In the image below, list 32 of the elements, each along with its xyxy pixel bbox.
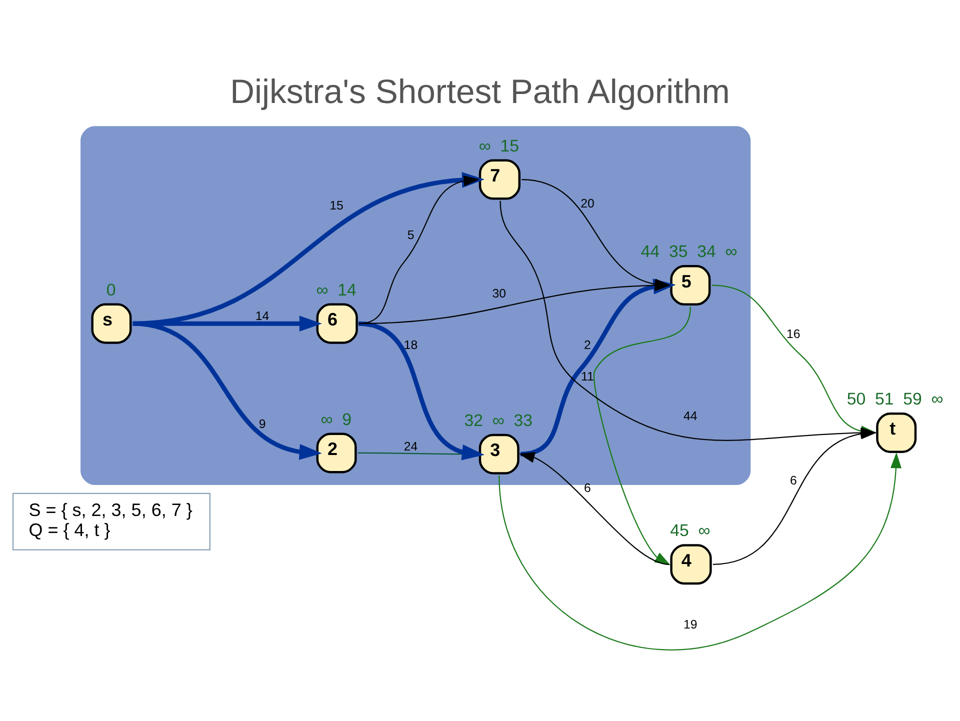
arrow (498, 452, 902, 650)
arrow (132, 320, 322, 460)
edge-label: 30 (492, 286, 506, 300)
edge-label: 44 (684, 408, 698, 423)
node-box: S = { s, 2, 3, 5, 6, 7 } Q = { 4, t } (12, 492, 210, 550)
edge-label: 18 (404, 338, 418, 352)
edge-label: 11 (581, 369, 594, 384)
edge-label: 24 (404, 439, 418, 453)
edge-label: 15 (330, 198, 344, 212)
node-label: ∞ 14 (316, 280, 356, 299)
node-label: 45 ∞ (670, 520, 710, 540)
edge-label: 14 (255, 308, 270, 322)
node-label: 32 ∞ 33 (464, 410, 533, 430)
node-label: 0 (106, 280, 116, 299)
edge-label: 9 (258, 416, 266, 430)
arrow (358, 174, 480, 324)
edge-label: 6 (790, 472, 797, 487)
diagram-title: Dijkstra's Shortest Path Algorithm (230, 72, 730, 111)
edge-label: 6 (584, 480, 591, 495)
cluster (80, 126, 751, 485)
node-label: 50 51 59 ∞ (846, 389, 944, 408)
edge-label: 2 (584, 338, 591, 352)
edge-label: 19 (684, 616, 698, 631)
arrow (132, 172, 485, 326)
edge-label: 5 (407, 227, 414, 242)
arrow (518, 452, 670, 564)
node-label: 44 35 34 ∞ (640, 242, 738, 261)
node-label: ∞ 9 (320, 409, 352, 428)
arrow (132, 315, 322, 331)
edge-label: 20 (580, 196, 594, 210)
node-label: ∞ 15 (478, 136, 520, 155)
edge-label: 16 (786, 326, 800, 340)
